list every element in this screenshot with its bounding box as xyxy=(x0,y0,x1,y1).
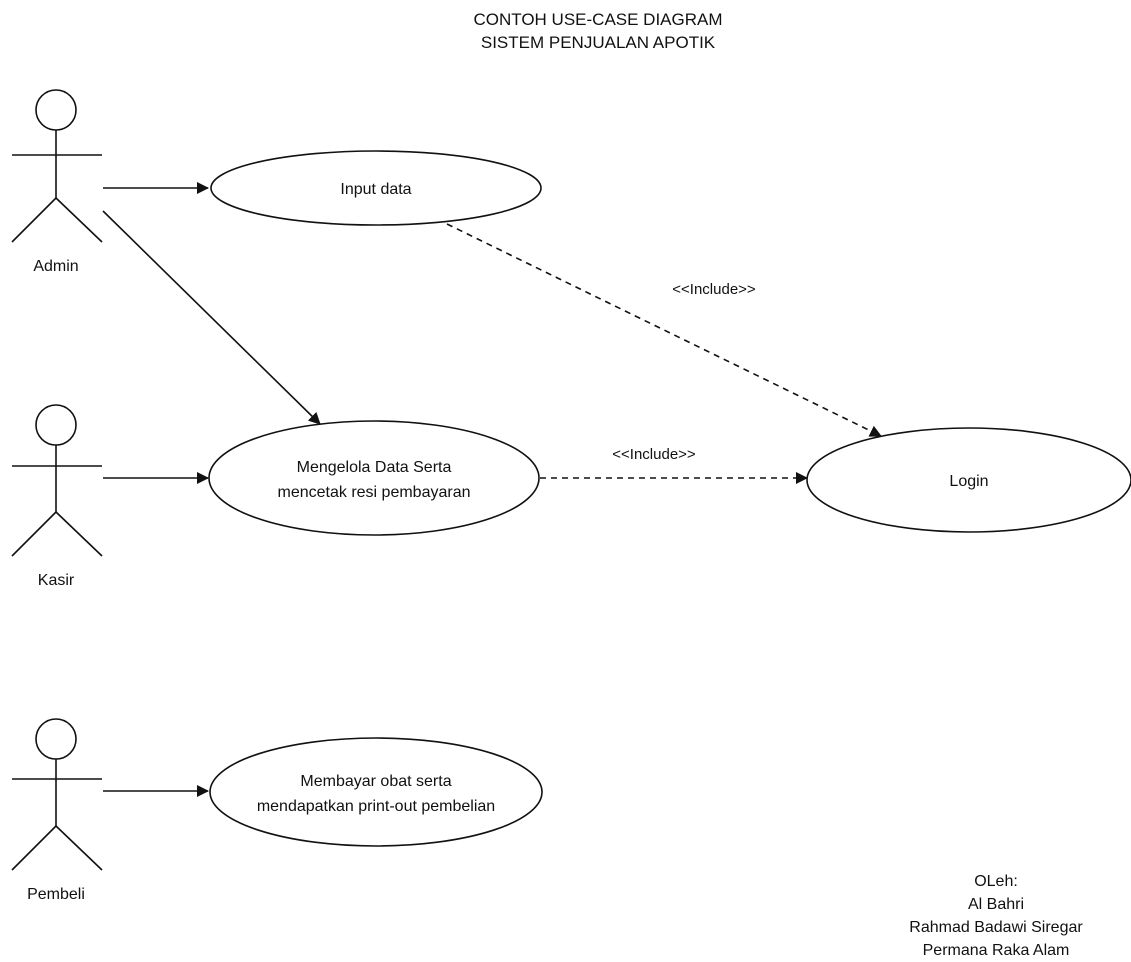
use-case-membayar-label-line-1: Membayar obat serta xyxy=(300,773,451,790)
actor-admin-left-leg xyxy=(11,197,57,243)
use-case-membayar-shape xyxy=(209,737,543,847)
actor-pembeli-label: Pembeli xyxy=(27,886,85,903)
use-case-login-label: Login xyxy=(949,473,988,490)
use-case-membayar[interactable]: Membayar obat serta mendapatkan print-ou… xyxy=(209,737,543,847)
actor-kasir-label: Kasir xyxy=(38,572,75,589)
actor-admin-label: Admin xyxy=(33,258,78,275)
use-case-mengelola-label-line-1: Mengelola Data Serta xyxy=(297,459,452,476)
use-case-mengelola-label-line-2: mencetak resi pembayaran xyxy=(278,484,471,501)
use-case-input-data[interactable]: Input data xyxy=(210,150,542,226)
credits-block: OLeh: Al Bahri Rahmad Badawi Siregar Per… xyxy=(909,873,1083,959)
include-label-2: <<Include>> xyxy=(612,446,696,463)
actor-pembeli-head xyxy=(35,718,77,760)
actor-admin[interactable]: Admin xyxy=(11,89,103,275)
use-case-input-data-label: Input data xyxy=(340,181,411,198)
diagram-title-line-1: CONTOH USE-CASE DIAGRAM xyxy=(473,10,722,29)
use-case-mengelola-shape xyxy=(208,420,540,536)
include-input-data-login xyxy=(446,223,882,437)
assoc-admin-mengelola xyxy=(102,210,321,425)
use-case-membayar-label-line-2: mendapatkan print-out pembelian xyxy=(257,798,495,815)
use-case-login-shape xyxy=(806,427,1131,533)
actor-kasir-head xyxy=(35,404,77,446)
actor-pembeli-left-leg xyxy=(11,825,57,871)
use-case-login[interactable]: Login xyxy=(806,427,1131,533)
actor-kasir[interactable]: Kasir xyxy=(11,404,103,589)
credits-line-1: OLeh: xyxy=(974,873,1018,890)
actor-pembeli[interactable]: Pembeli xyxy=(11,718,103,903)
actor-admin-head xyxy=(35,89,77,131)
use-case-mengelola[interactable]: Mengelola Data Serta mencetak resi pemba… xyxy=(208,420,540,536)
use-case-input-data-shape xyxy=(210,150,542,226)
actor-admin-right-leg xyxy=(55,197,103,243)
credits-line-2: Al Bahri xyxy=(968,896,1024,913)
include-label-1: <<Include>> xyxy=(672,281,756,298)
diagram-title-line-2: SISTEM PENJUALAN APOTIK xyxy=(481,33,716,52)
credits-line-3: Rahmad Badawi Siregar xyxy=(909,919,1083,936)
actor-kasir-left-leg xyxy=(11,511,57,557)
credits-line-4: Permana Raka Alam xyxy=(923,942,1070,959)
actor-kasir-right-leg xyxy=(55,511,103,557)
actor-pembeli-right-leg xyxy=(55,825,103,871)
